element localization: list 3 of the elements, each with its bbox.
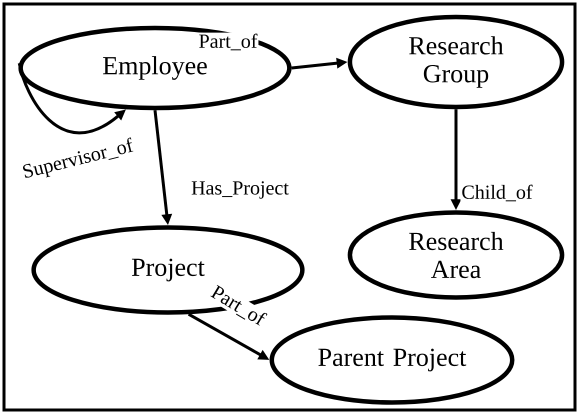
edge-label: Child_of [462, 184, 533, 202]
edge-label: Part_of [199, 34, 258, 50]
edge-label: Has_Project [192, 181, 289, 199]
